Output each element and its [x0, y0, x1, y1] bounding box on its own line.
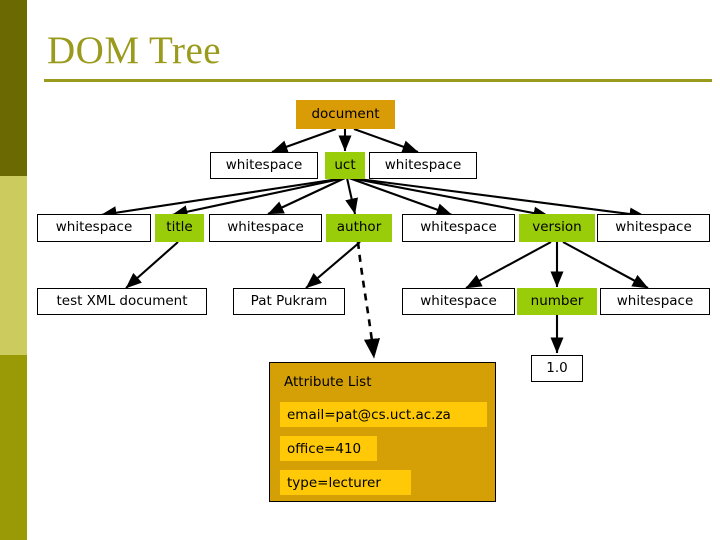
edge-uct-whitespace2: [267, 177, 346, 215]
edge-uct-title: [171, 176, 346, 219]
edge-uct-author: [345, 177, 358, 215]
edge-version-whitespace1: [465, 241, 552, 289]
edge-author-text: [305, 241, 361, 289]
edge-title-text: [125, 241, 179, 289]
edge-uct-whitespace3: [348, 177, 453, 216]
node-whitespace-l2-2[interactable]: whitespace: [369, 152, 477, 179]
node-version-value[interactable]: 1.0: [531, 355, 583, 382]
sidebar-band-top: [0, 0, 27, 176]
node-test-xml-document[interactable]: test XML document: [37, 288, 207, 315]
node-whitespace-l4-2[interactable]: whitespace: [600, 288, 710, 315]
node-title[interactable]: title: [155, 214, 204, 242]
node-author[interactable]: author: [326, 214, 392, 242]
title-underline-rule: [44, 79, 712, 82]
node-pat-pukram[interactable]: Pat Pukram: [233, 288, 345, 315]
sidebar-band-middle: [0, 176, 27, 355]
edge-uct-whitespace4: [350, 176, 646, 221]
node-uct[interactable]: uct: [325, 152, 365, 179]
edge-version-whitespace2: [562, 241, 649, 289]
node-number[interactable]: number: [517, 288, 597, 315]
node-whitespace-l4-1[interactable]: whitespace: [402, 288, 515, 315]
edge-document-whitespace1: [271, 128, 337, 153]
attribute-list-panel[interactable]: Attribute List email=pat@cs.uct.ac.za of…: [269, 362, 496, 502]
sidebar-band-bottom: [0, 355, 27, 540]
node-version[interactable]: version: [519, 214, 595, 242]
attribute-list-title: Attribute List: [284, 374, 372, 390]
attribute-item-email[interactable]: email=pat@cs.uct.ac.za: [280, 402, 487, 427]
edge-uct-version: [349, 176, 550, 220]
edge-author-attribute-list: [356, 241, 380, 359]
page-title: DOM Tree: [47, 29, 222, 72]
node-whitespace-l2-1[interactable]: whitespace: [210, 152, 318, 179]
node-document[interactable]: document: [296, 100, 395, 129]
attribute-item-type[interactable]: type=lecturer: [280, 470, 411, 495]
edge-uct-whitespace1: [100, 176, 346, 220]
edge-document-whitespace2: [353, 128, 419, 153]
node-whitespace-l3-1[interactable]: whitespace: [37, 214, 151, 242]
node-whitespace-l3-3[interactable]: whitespace: [402, 214, 515, 242]
attribute-item-office[interactable]: office=410: [280, 436, 377, 461]
node-whitespace-l3-2[interactable]: whitespace: [209, 214, 322, 242]
node-whitespace-l3-4[interactable]: whitespace: [597, 214, 710, 242]
